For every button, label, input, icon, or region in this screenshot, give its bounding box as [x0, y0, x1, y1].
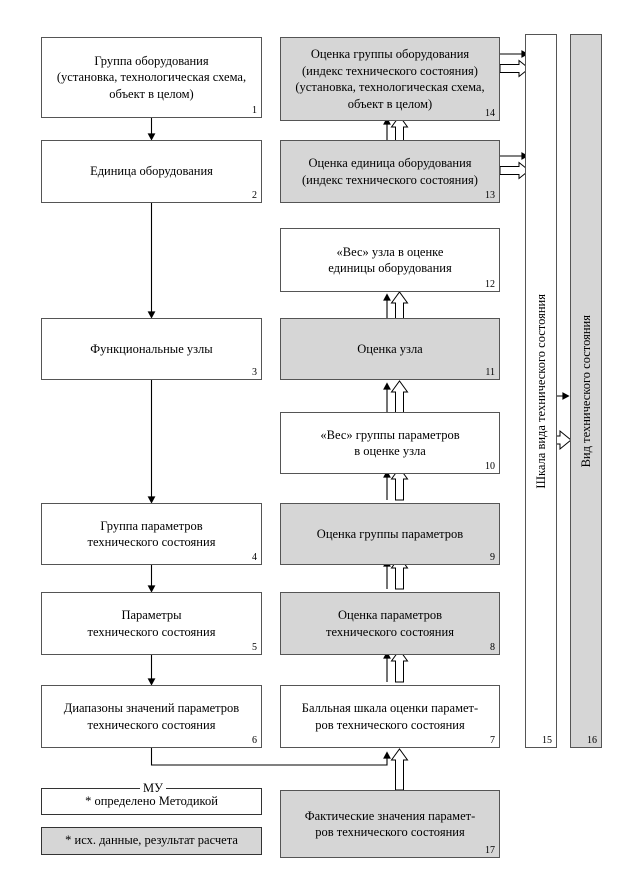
- box-15-condition-type-scale[interactable]: Шкала вида технического состояния 15: [525, 34, 557, 748]
- box-8-line-2: технического состояния: [326, 624, 454, 639]
- legend-gray-box: * исх. данные, результат расчета: [41, 827, 262, 855]
- box-4-line-2: технического состояния: [87, 535, 216, 549]
- box-7-line-1: Балльная шкала оценки парамет-: [301, 701, 479, 715]
- box-14-number: 14: [485, 108, 495, 119]
- box-5-number: 5: [252, 642, 257, 653]
- box-2-number: 2: [252, 190, 257, 201]
- box-14-line-2: (индекс технического состояния): [302, 63, 478, 78]
- box-4-line-1: Группа параметров: [100, 518, 203, 533]
- box-10-number: 10: [485, 461, 495, 472]
- box-16-condition-type[interactable]: Вид технического состояния 16: [570, 34, 602, 748]
- box-12-line-1: «Вес» узла в оценке: [336, 244, 444, 259]
- box-4-parameter-group[interactable]: Группа параметров технического состояния…: [41, 503, 262, 565]
- box-6-line-1: Диапазоны значений параметров: [63, 701, 240, 715]
- box-6-value-ranges[interactable]: Диапазоны значений параметров техническо…: [41, 685, 262, 748]
- box-9-number: 9: [490, 552, 495, 563]
- box-1-number: 1: [252, 105, 257, 116]
- box-10-line-1: «Вес» группы параметров: [320, 427, 460, 442]
- box-9-parameter-group-assessment[interactable]: Оценка группы параметров 9: [280, 503, 500, 565]
- box-4-number: 4: [252, 552, 257, 563]
- box-14-line-1: Оценка группы оборудования: [310, 47, 470, 61]
- box-14-equipment-group-assessment[interactable]: Оценка группы оборудования (индекс техни…: [280, 37, 500, 121]
- box-1-equipment-group[interactable]: Группа оборудования (установка, технолог…: [41, 37, 262, 118]
- box-8-parameters-assessment[interactable]: Оценка параметров технического состояния…: [280, 592, 500, 655]
- box-15-number: 15: [542, 735, 552, 746]
- box-3-number: 3: [252, 367, 257, 378]
- box-14-line-3: (установка, технологическая схема,: [295, 80, 485, 94]
- box-1-line-1: Группа оборудования: [94, 53, 209, 68]
- box-5-line-1: Параметры: [121, 608, 182, 622]
- box-2-line-1: Единица оборудования: [90, 164, 213, 179]
- box-12-number: 12: [485, 279, 495, 290]
- box-15-label: Шкала вида технического состояния: [533, 293, 548, 489]
- box-16-label: Вид технического состояния: [578, 314, 593, 468]
- box-6-number: 6: [252, 735, 257, 746]
- box-9-line-1: Оценка группы параметров: [316, 526, 464, 541]
- box-3-functional-nodes[interactable]: Функциональные узлы 3: [41, 318, 262, 380]
- legend-caption: МУ: [140, 782, 166, 795]
- box-17-number: 17: [485, 845, 495, 856]
- box-11-node-assessment[interactable]: Оценка узла 11: [280, 318, 500, 380]
- legend-white-text: * определено Методикой: [85, 793, 218, 808]
- box-17-line-2: ров технического состояния: [315, 825, 465, 839]
- box-7-number: 7: [490, 735, 495, 746]
- box-11-number: 11: [485, 367, 495, 378]
- box-5-line-2: технического состояния: [87, 624, 216, 639]
- box-7-line-2: ров технического состояния: [315, 717, 465, 732]
- box-13-number: 13: [485, 190, 495, 201]
- box-14-line-4: объект в целом): [347, 96, 433, 111]
- box-3-line-1: Функциональные узлы: [90, 341, 213, 356]
- box-1-line-2: (установка, технологическая схема,: [56, 70, 247, 85]
- legend-gray-text: * исх. данные, результат расчета: [65, 833, 238, 848]
- box-12-line-2: единицы оборудования: [328, 261, 452, 275]
- box-16-number: 16: [587, 735, 597, 746]
- box-6-line-2: технического состояния: [87, 717, 216, 732]
- box-10-parameter-group-weight[interactable]: «Вес» группы параметров в оценке узла 10: [280, 412, 500, 474]
- box-11-line-1: Оценка узла: [357, 341, 423, 356]
- box-17-line-1: Фактические значения парамет-: [304, 808, 476, 823]
- box-13-line-2: (индекс технического состояния): [302, 172, 478, 187]
- box-8-number: 8: [490, 642, 495, 653]
- box-17-actual-values[interactable]: Фактические значения парамет- ров технич…: [280, 790, 500, 858]
- legend-caption-text: МУ: [143, 781, 163, 795]
- box-7-point-scale[interactable]: Балльная шкала оценки парамет- ров техни…: [280, 685, 500, 748]
- box-5-parameters[interactable]: Параметры технического состояния 5: [41, 592, 262, 655]
- box-1-line-3: объект в целом): [109, 86, 194, 101]
- box-8-line-1: Оценка параметров: [337, 608, 443, 622]
- box-13-equipment-unit-assessment[interactable]: Оценка единица оборудования (индекс техн…: [280, 140, 500, 203]
- box-12-node-weight[interactable]: «Вес» узла в оценке единицы оборудования…: [280, 228, 500, 292]
- box-13-line-1: Оценка единица оборудования: [308, 156, 472, 170]
- box-10-line-2: в оценке узла: [354, 444, 426, 458]
- box-2-equipment-unit[interactable]: Единица оборудования 2: [41, 140, 262, 203]
